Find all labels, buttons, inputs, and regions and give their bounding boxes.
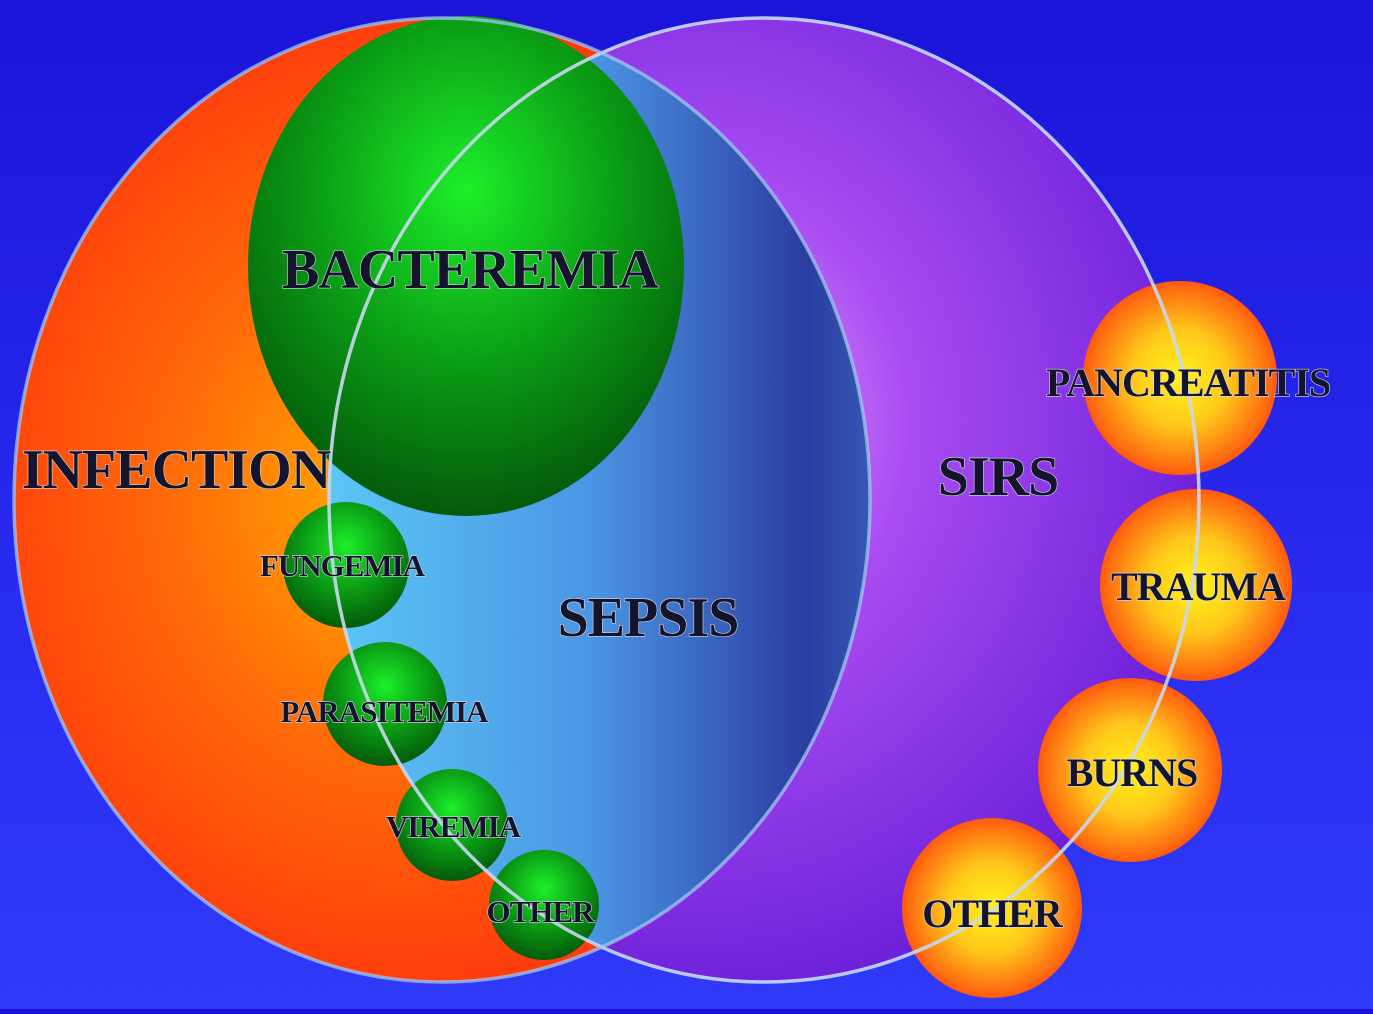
pancreatitis-label: PANCREATITIS: [1046, 360, 1330, 405]
sirs-other-label: OTHER: [922, 891, 1064, 936]
sirs-label: SIRS: [938, 446, 1059, 508]
infection-other-label: OTHER: [487, 894, 596, 929]
trauma-label: TRAUMA: [1111, 564, 1286, 609]
parasitemia-label: PARASITEMIA: [280, 694, 489, 729]
infection-label: INFECTION: [22, 439, 331, 501]
burns-label: BURNS: [1067, 750, 1198, 795]
viremia-label: VIREMIA: [386, 809, 522, 844]
fungemia-label: FUNGEMIA: [260, 548, 426, 583]
bacteremia-label: BACTEREMIA: [282, 239, 659, 301]
sepsis-label: SEPSIS: [558, 587, 739, 649]
